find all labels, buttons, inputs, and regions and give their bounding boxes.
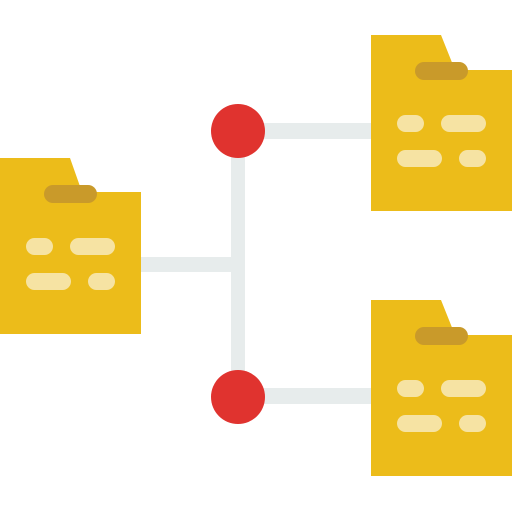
- connector-to-source-folder: [140, 257, 240, 272]
- bottom-folder-tab-line: [415, 327, 468, 345]
- top-folder-text-line-1a: [397, 115, 424, 132]
- top-folder-text-line-2a: [397, 150, 442, 167]
- bottom-node-dot: [211, 370, 265, 424]
- source-folder-text-line-1a: [26, 238, 53, 255]
- source-folder-text-line-1b: [70, 238, 115, 255]
- top-folder-icon: [371, 35, 512, 211]
- connector-to-bottom-folder: [238, 388, 372, 404]
- source-folder-tab-line: [44, 185, 97, 203]
- source-folder-text-line-2b: [88, 273, 115, 290]
- top-folder-text-line-1b: [441, 115, 486, 132]
- bottom-folder-text-line-1a: [397, 380, 424, 397]
- top-folder-text-line-2b: [459, 150, 486, 167]
- top-node-dot: [211, 104, 265, 158]
- bottom-folder-text-line-2a: [397, 415, 442, 432]
- source-folder-text-line-2a: [26, 273, 71, 290]
- top-folder-tab-line: [415, 62, 468, 80]
- bottom-folder-icon: [371, 300, 512, 476]
- connector-lines: [140, 123, 372, 404]
- connector-to-top-folder: [238, 123, 372, 139]
- source-folder-icon: [0, 158, 141, 334]
- bottom-folder-text-line-1b: [441, 380, 486, 397]
- bottom-folder-text-line-2b: [459, 415, 486, 432]
